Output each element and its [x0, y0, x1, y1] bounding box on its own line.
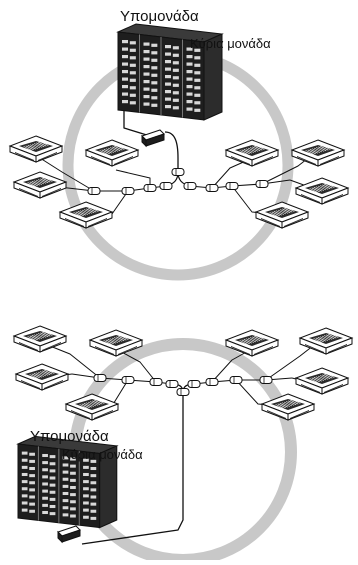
top-main-unit-label: Κύρια μονάδα — [190, 36, 271, 51]
bottom-cassette-indoor-unit-icon — [14, 326, 66, 352]
top-cassette-indoor-unit-icon — [60, 202, 112, 228]
refnet-joint-icon — [184, 183, 196, 190]
refnet-joint-icon — [122, 377, 134, 384]
top-cassette-indoor-unit-icon — [226, 140, 278, 166]
refnet-joint-icon — [260, 377, 272, 384]
refnet-joint-icon — [160, 183, 172, 190]
refnet-joint-icon — [230, 377, 242, 384]
bottom-cassette-indoor-unit-icon — [16, 364, 68, 390]
refnet-joint-icon — [122, 188, 134, 195]
top-cassette-indoor-unit-icon — [256, 202, 308, 228]
refnet-joint-icon — [166, 381, 178, 388]
top-sub-unit-label: Υπομονάδα — [120, 8, 199, 25]
refnet-joint-icon — [206, 185, 218, 192]
bottom-main-joint-icon — [177, 389, 189, 396]
top-main-joint-icon — [172, 169, 184, 176]
bottom-cassette-indoor-unit-icon — [66, 394, 118, 420]
bottom-main-unit-label: Κύρια μονάδα — [62, 447, 143, 462]
top-cassette-indoor-unit-icon — [296, 178, 348, 204]
top-indoor-units — [10, 136, 348, 228]
refnet-joint-icon — [206, 379, 218, 386]
refnet-joint-icon — [144, 185, 156, 192]
top-cassette-indoor-unit-icon — [292, 140, 344, 166]
refnet-joint-icon — [94, 375, 106, 382]
bottom-cassette-indoor-unit-icon — [296, 368, 348, 394]
top-cassette-indoor-unit-icon — [10, 136, 62, 162]
refnet-joint-icon — [88, 188, 100, 195]
bottom-sub-unit-label: Υπομονάδα — [30, 428, 109, 445]
top-pipes — [40, 110, 316, 216]
refnet-joint-icon — [256, 181, 268, 188]
refnet-joint-icon — [188, 381, 200, 388]
top-controller-box-icon — [142, 130, 164, 146]
diagram-top — [10, 24, 348, 275]
refnet-joint-icon — [150, 379, 162, 386]
top-cassette-indoor-unit-icon — [14, 172, 66, 198]
refnet-joint-icon — [226, 183, 238, 190]
bottom-controller-box-icon — [58, 526, 80, 542]
top-cassette-indoor-unit-icon — [86, 140, 138, 166]
